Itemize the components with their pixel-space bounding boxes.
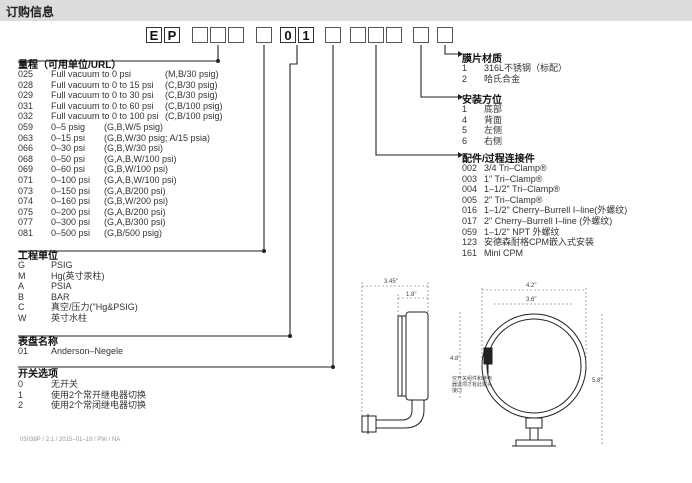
fitting-title: 配件/过程连接件 [462, 154, 535, 165]
code-box-range-1 [192, 27, 208, 43]
switch-title: 开关选项 [18, 369, 58, 380]
dim-label: 3.6" [526, 297, 536, 303]
code-box-switch [325, 27, 341, 43]
dim-label: 4.2" [526, 283, 536, 289]
code-box-range-2 [210, 27, 226, 43]
dial-title: 表盘名称 [18, 337, 58, 348]
relay-connector [483, 347, 493, 365]
code-box-dial-1: 0 [280, 27, 296, 43]
units-title: 工程单位 [18, 251, 58, 262]
code-box-prefix-1: E [146, 27, 162, 43]
code-box-prefix-2: P [164, 27, 180, 43]
dim-label: 4.8" [450, 356, 460, 362]
range-title: 量程（可用单位/URL） [18, 60, 122, 71]
mounting-title: 安装方位 [462, 95, 502, 106]
code-box-units [256, 27, 272, 43]
dim-label: 5.8" [592, 378, 602, 384]
footer-doc-id: 05038P / 2.1 / 2015–01–19 / PW / NA [20, 437, 121, 443]
code-box-fitting-2 [368, 27, 384, 43]
code-box-fitting-1 [350, 27, 366, 43]
code-box-diaphragm [437, 27, 453, 43]
gauge-side-body [405, 311, 429, 401]
code-box-range-3 [228, 27, 244, 43]
code-box-mounting [413, 27, 429, 43]
code-box-dial-2: 1 [298, 27, 314, 43]
header-bar: 订购信息 [0, 0, 692, 21]
relay-note: 仅开关组件和继电器选项才有此端头接口 [452, 376, 493, 394]
gauge-drawing: 3.45" 1.8" 4.8" 4.2" 3.6" 5.8" [361, 279, 602, 447]
dim-label: 3.45" [384, 279, 398, 285]
dim-label: 1.8" [406, 292, 416, 298]
code-box-fitting-3 [386, 27, 402, 43]
diaphragm-title: 膜片材质 [462, 54, 502, 65]
gauge-front-dial [481, 313, 587, 419]
page-title: 订购信息 [6, 5, 55, 19]
